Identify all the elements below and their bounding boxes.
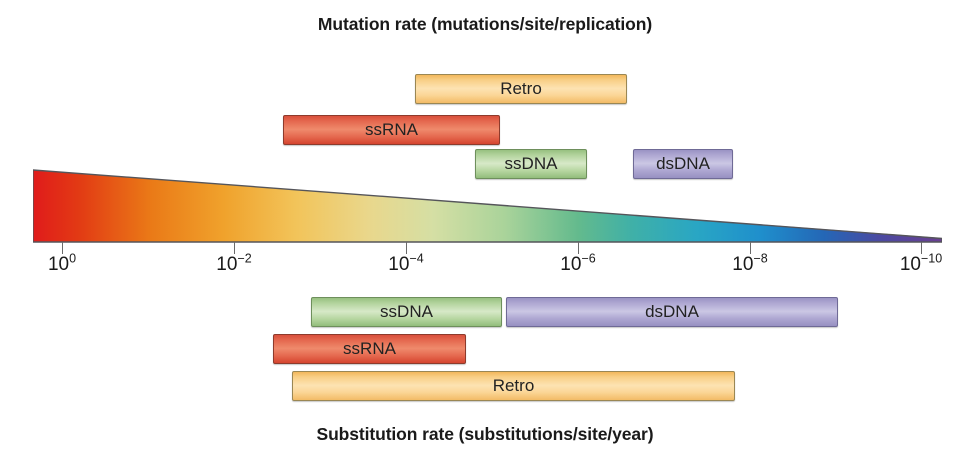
axis-tick-2: [406, 242, 407, 254]
bottom-panel-title: Substitution rate (substitutions/site/ye…: [316, 424, 654, 444]
axis-tick-label-2: 10−4: [388, 251, 424, 275]
bar-label: ssDNA: [380, 302, 433, 321]
axis-tick-label-0: 100: [47, 251, 77, 275]
top-panel-title: Mutation rate (mutations/site/replicatio…: [317, 14, 653, 34]
log-scale-gradient-wedge: [33, 169, 942, 244]
bar-label: ssRNA: [365, 120, 418, 139]
substitution-rate-bar-ssdna: ssDNA: [311, 297, 502, 327]
bar-label: dsDNA: [656, 154, 710, 173]
axis-tick-5: [921, 242, 922, 254]
substitution-rate-bar-dsdna: dsDNA: [506, 297, 838, 327]
axis-tick-1: [234, 242, 235, 254]
axis-tick-label-5: 10−10: [899, 251, 943, 275]
bar-label: dsDNA: [645, 302, 699, 321]
axis-tick-label-1: 10−2: [216, 251, 252, 275]
axis-tick-label-4: 10−8: [732, 251, 768, 275]
axis-tick-0: [62, 242, 63, 254]
substitution-rate-bar-retro: Retro: [292, 371, 735, 401]
bar-label: ssRNA: [343, 339, 396, 358]
mutation-rate-bar-retro: Retro: [415, 74, 627, 104]
mutation-rate-bar-ssrna: ssRNA: [283, 115, 500, 145]
bar-label: Retro: [500, 79, 542, 98]
bar-label: ssDNA: [504, 154, 558, 173]
bar-label: Retro: [492, 376, 535, 395]
axis-tick-label-3: 10−6: [560, 251, 596, 275]
axis-tick-3: [578, 242, 579, 254]
axis-tick-4: [750, 242, 751, 254]
gradient-fill: [33, 170, 942, 242]
substitution-rate-bar-ssrna: ssRNA: [273, 334, 466, 364]
